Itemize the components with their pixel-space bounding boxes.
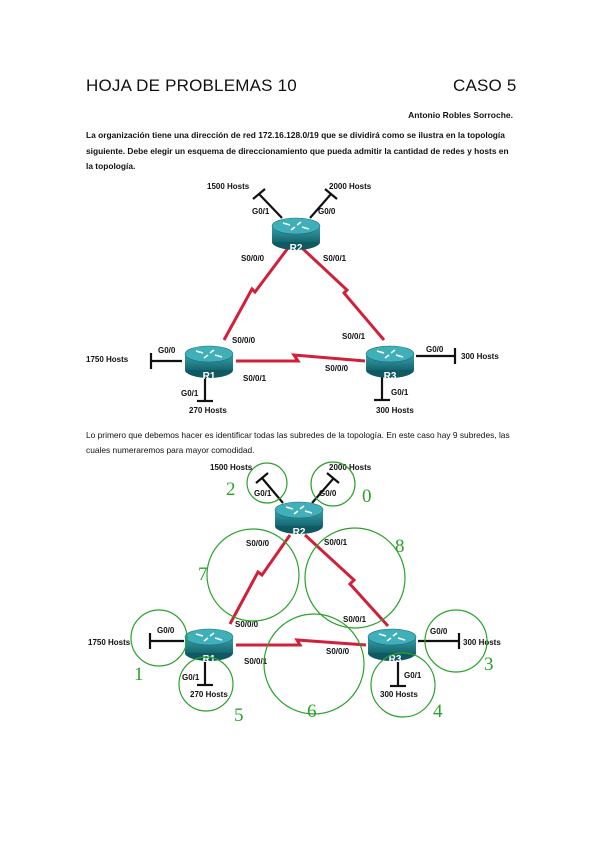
subnet-number-4: 4 <box>433 701 443 722</box>
subnet-number-6: 6 <box>307 701 317 722</box>
subnets-paragraph: Lo primero que debemos hacer es identifi… <box>86 430 510 455</box>
r1-g00-hosts-2: 1750 Hosts <box>88 638 131 647</box>
r3-s001-label: S0/0/1 <box>342 332 366 341</box>
r1-s000-label: S0/0/0 <box>232 336 256 345</box>
r3-g00-label-2: G0/0 <box>430 627 448 636</box>
r3-s000-label-2: S0/0/0 <box>326 647 350 656</box>
subnet-circles <box>130 461 488 718</box>
intro-text-after: que se dividirá como se ilustra en la to… <box>86 130 509 171</box>
r2-g00-hosts-2: 2000 Hosts <box>329 463 372 472</box>
author: Antonio Robles Sorroche. <box>408 110 513 120</box>
r2-g00-hosts: 2000 Hosts <box>329 182 372 191</box>
r1-s001-label: S0/0/1 <box>243 374 267 383</box>
r2-g01-label-2: G0/1 <box>254 489 272 498</box>
r3-g00-hosts-2: 300 Hosts <box>463 638 501 647</box>
r3-g01-hosts: 300 Hosts <box>376 406 414 415</box>
r3-g01-hosts-2: 300 Hosts <box>380 690 418 699</box>
link2-r2-r1 <box>228 534 292 625</box>
r2-g00-label: G0/0 <box>318 207 336 216</box>
link-r2-r1 <box>222 247 290 341</box>
r3-label-2: R3 <box>389 654 402 665</box>
r1-g01-hosts-2: 270 Hosts <box>190 690 228 699</box>
intro-paragraph: La organización tiene una dirección de r… <box>86 128 516 175</box>
r2-g01-label: G0/1 <box>252 207 270 216</box>
subnet-number-7: 7 <box>198 564 208 585</box>
subnet-number-8: 8 <box>395 536 405 557</box>
r1-label: R1 <box>203 371 216 382</box>
topology-diagram-2: R2 R1 R3 1500 Hosts 2000 Hosts G0/1 G0/0… <box>88 461 501 726</box>
r2-g00-label-2: G0/0 <box>319 489 337 498</box>
r3-label: R3 <box>384 371 397 382</box>
r2-label-2: R2 <box>293 527 306 538</box>
r2-g01-hosts-2: 1500 Hosts <box>210 463 253 472</box>
r2-s000-label-2: S0/0/0 <box>246 539 270 548</box>
intro-text-before: La organización tiene una dirección de r… <box>86 130 259 140</box>
r2-s001-label: S0/0/1 <box>323 254 347 263</box>
r3-s000-label: S0/0/0 <box>325 364 349 373</box>
link-r1-r3 <box>236 353 366 363</box>
subnet-number-3: 3 <box>484 654 494 675</box>
r1-g00-label: G0/0 <box>158 346 176 355</box>
subnet-number-5: 5 <box>234 705 244 726</box>
lan-stubs <box>149 188 457 403</box>
subnet-number-0: 0 <box>362 486 372 507</box>
page-title: HOJA DE PROBLEMAS 10 <box>86 76 297 95</box>
r1-s001-label-2: S0/0/1 <box>244 657 268 666</box>
r2-s000-label: S0/0/0 <box>241 254 265 263</box>
link2-r2-r3 <box>303 533 390 628</box>
r2-g01-hosts: 1500 Hosts <box>207 182 250 191</box>
subnet-number-1: 1 <box>134 664 144 685</box>
r1-g01-label-2: G0/1 <box>182 673 200 682</box>
r1-g01-label: G0/1 <box>181 389 199 398</box>
network-address: 172.16.128.0/19 <box>258 130 319 140</box>
r2-s001-label-2: S0/0/1 <box>324 538 348 547</box>
r1-g00-label-2: G0/0 <box>157 626 175 635</box>
r1-g01-hosts: 270 Hosts <box>189 406 227 415</box>
r1-s000-label-2: S0/0/0 <box>235 620 259 629</box>
r1-g00-hosts: 1750 Hosts <box>86 355 129 364</box>
r1-label-2: R1 <box>203 654 216 665</box>
r3-s001-label-2: S0/0/1 <box>343 615 367 624</box>
r3-g01-label: G0/1 <box>391 388 409 397</box>
r2-label: R2 <box>290 243 303 254</box>
link-r2-r3 <box>300 246 386 341</box>
link2-r1-r3 <box>236 638 367 647</box>
topology-diagram-1: R2 R1 R3 1500 Hosts 2000 Hosts G0/1 G0/0… <box>86 182 499 415</box>
r3-g00-hosts: 300 Hosts <box>461 352 499 361</box>
subnet-number-2: 2 <box>226 479 236 500</box>
r3-g00-label: G0/0 <box>426 345 444 354</box>
r3-g01-label-2: G0/1 <box>404 671 422 680</box>
case-label: CASO 5 <box>453 76 517 95</box>
